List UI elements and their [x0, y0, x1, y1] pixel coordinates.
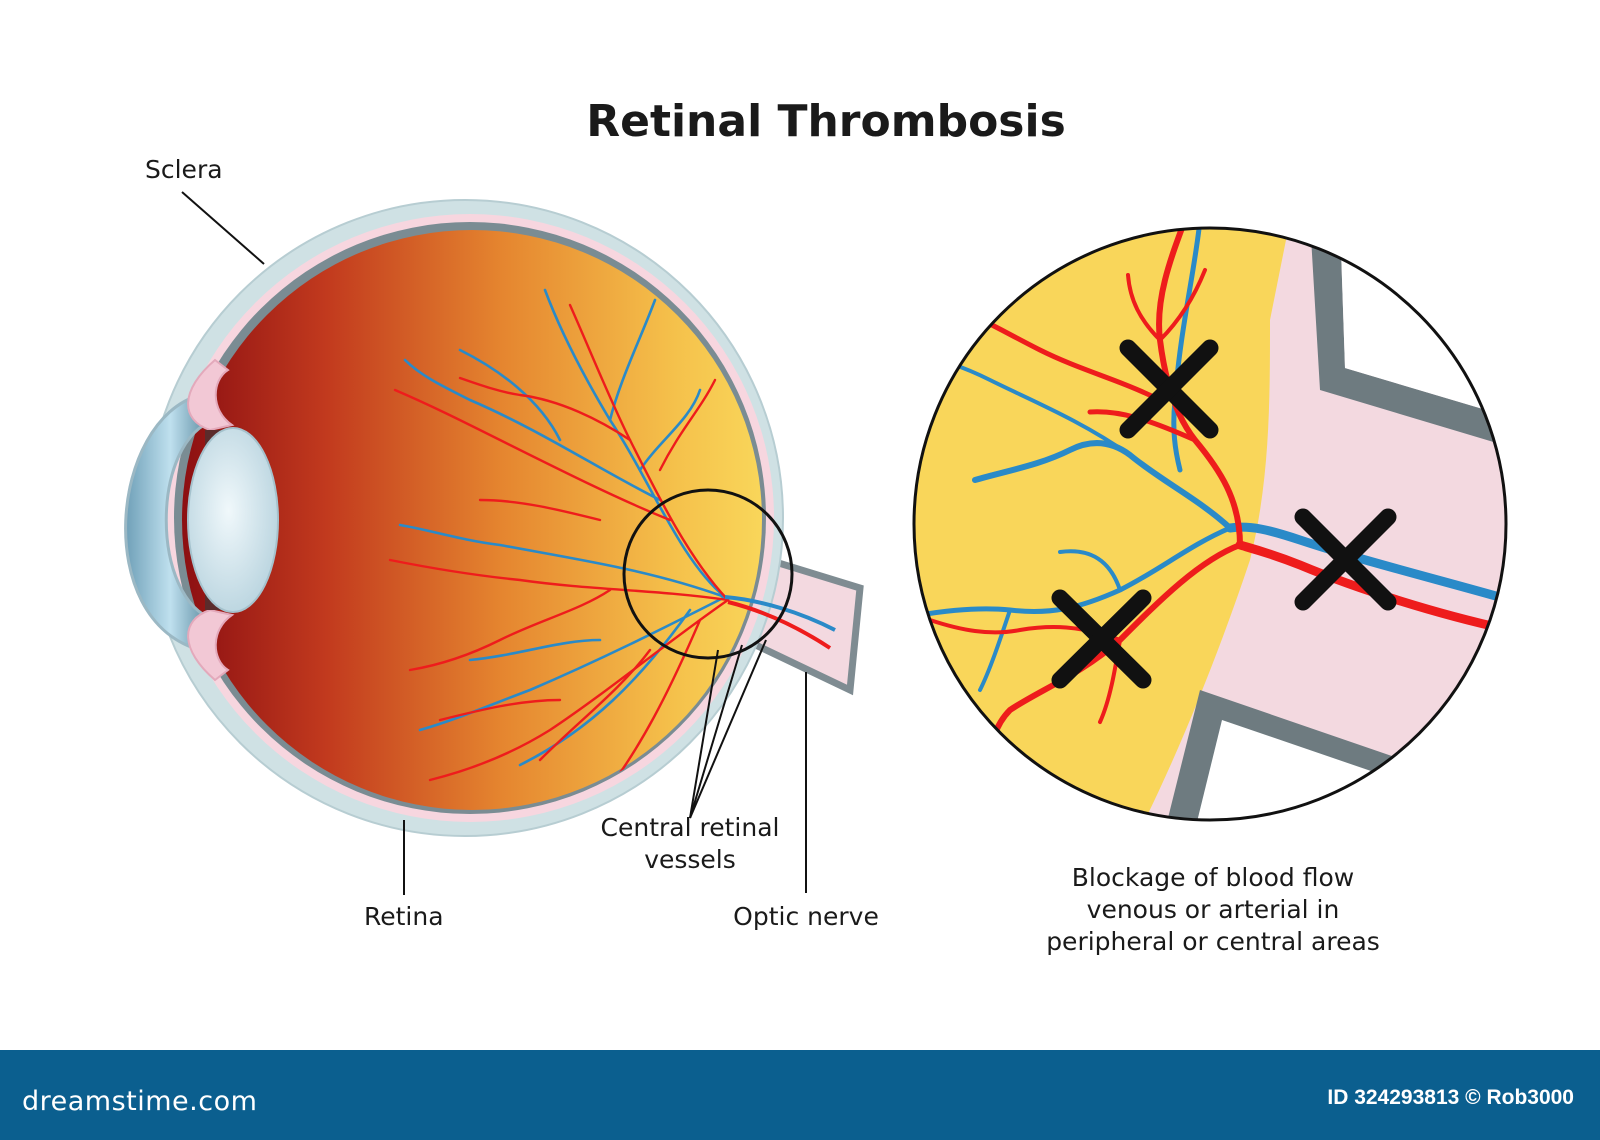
- watermark-footer: dreamstime.com ID 324293813 © Rob3000: [0, 1050, 1600, 1140]
- label-central-retinal-vessels-2: vessels: [644, 845, 736, 874]
- caption-line-1: Blockage of blood flow: [1072, 863, 1354, 892]
- lens-shape: [187, 427, 279, 613]
- retina-layer: [182, 230, 762, 810]
- label-optic-nerve: Optic nerve: [733, 902, 879, 931]
- label-sclera: Sclera: [145, 155, 223, 184]
- magnified-region-circle: [622, 488, 794, 660]
- caption-line-2: venous or arterial in: [1087, 895, 1340, 924]
- retinal-vessels: [388, 288, 730, 802]
- blockage-marks: [1051, 339, 1397, 689]
- label-retina: Retina: [364, 902, 444, 931]
- footer-image-id: ID 324293813 © Rob3000: [1327, 1086, 1574, 1109]
- diagram-title: Retinal Thrombosis: [586, 96, 1066, 147]
- illustration: Retinal Thrombosis: [124, 96, 1508, 956]
- label-leaders: [181, 191, 807, 895]
- zoom-detail: [912, 226, 1508, 822]
- caption-line-3: peripheral or central areas: [1046, 927, 1380, 956]
- footer-brand: dreamstime.com: [22, 1086, 258, 1117]
- eye-cross-section: [124, 199, 864, 837]
- retinal-thrombosis-diagram: Retinal Thrombosis: [124, 96, 1508, 956]
- label-central-retinal-vessels-1: Central retinal: [601, 813, 780, 842]
